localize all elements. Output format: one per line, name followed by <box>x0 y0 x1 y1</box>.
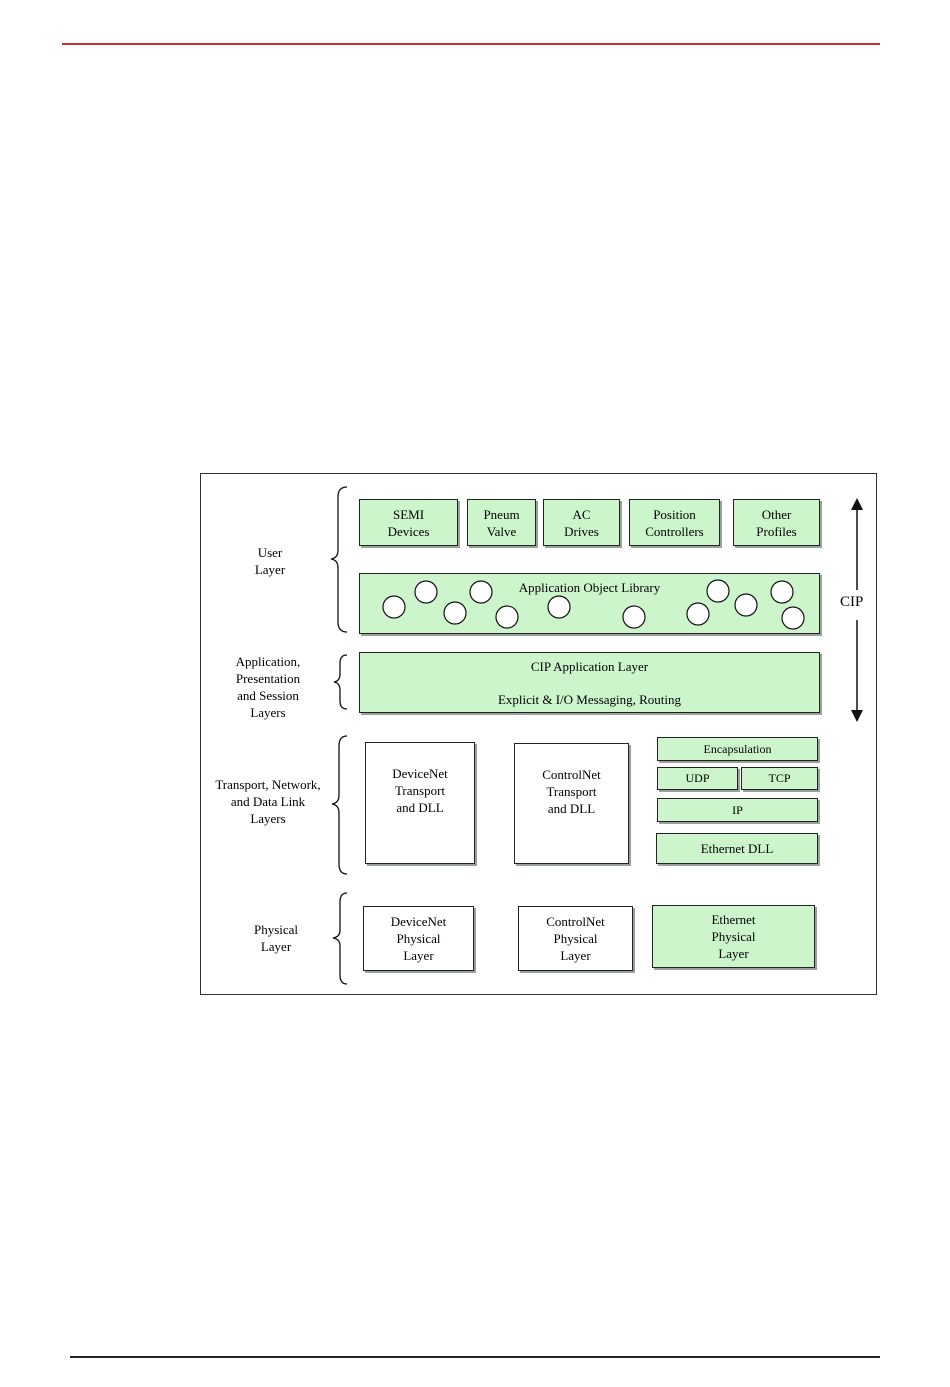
cip-diagram-frame <box>200 473 877 995</box>
object-circle <box>547 595 571 619</box>
profile-ac-drives: AC Drives <box>543 499 620 546</box>
cip-application-layer-subtitle: Explicit & I/O Messaging, Routing <box>497 692 682 707</box>
devicenet-physical-box: DeviceNet Physical Layer <box>363 906 474 971</box>
application-layers-brace <box>333 654 348 710</box>
application-layers-label: Application, Presentation and Session La… <box>235 654 301 720</box>
object-circle <box>734 593 758 617</box>
controlnet-physical-box: ControlNet Physical Layer <box>518 906 633 971</box>
profile-semi-devices: SEMI Devices <box>359 499 458 546</box>
user-layer-label: User Layer <box>254 545 286 577</box>
object-circle <box>414 580 438 604</box>
profile-other: Other Profiles <box>733 499 820 546</box>
ethernet-physical-box: Ethernet Physical Layer <box>652 905 815 968</box>
cip-application-layer: CIP Application Layer Explicit & I/O Mes… <box>359 652 820 713</box>
physical-layer-brace <box>332 892 348 985</box>
transport-layers-label: Transport, Network, and Data Link Layers <box>215 777 321 826</box>
cip-double-arrow <box>851 498 863 722</box>
header-rule <box>62 43 880 45</box>
udp-box: UDP <box>657 767 738 790</box>
object-circle <box>622 605 646 629</box>
application-object-library: Application Object Library <box>359 573 820 634</box>
application-object-library-label: Application Object Library <box>518 580 661 595</box>
object-circle <box>781 606 805 630</box>
profile-position-controllers: Position Controllers <box>629 499 720 546</box>
cip-application-layer-title: CIP Application Layer <box>530 659 649 674</box>
transport-layers-brace <box>331 735 348 875</box>
object-circle <box>706 579 730 603</box>
object-circle <box>469 580 493 604</box>
ethernet-dll-box: Ethernet DLL <box>656 833 818 864</box>
cip-label: CIP <box>840 594 864 610</box>
devicenet-transport-box: DeviceNet Transport and DLL <box>365 742 475 864</box>
object-circle <box>443 601 467 625</box>
ip-box: IP <box>657 798 818 822</box>
object-circle <box>686 602 710 626</box>
object-circle <box>382 595 406 619</box>
encapsulation-box: Encapsulation <box>657 737 818 761</box>
tcp-box: TCP <box>741 767 818 790</box>
physical-layer-label: Physical Layer <box>253 922 299 954</box>
controlnet-transport-box: ControlNet Transport and DLL <box>514 743 629 864</box>
footer-rule <box>70 1356 880 1358</box>
user-layer-brace <box>330 486 348 633</box>
profile-pneum-valve: Pneum Valve <box>467 499 536 546</box>
object-circle <box>770 580 794 604</box>
object-circle <box>495 605 519 629</box>
